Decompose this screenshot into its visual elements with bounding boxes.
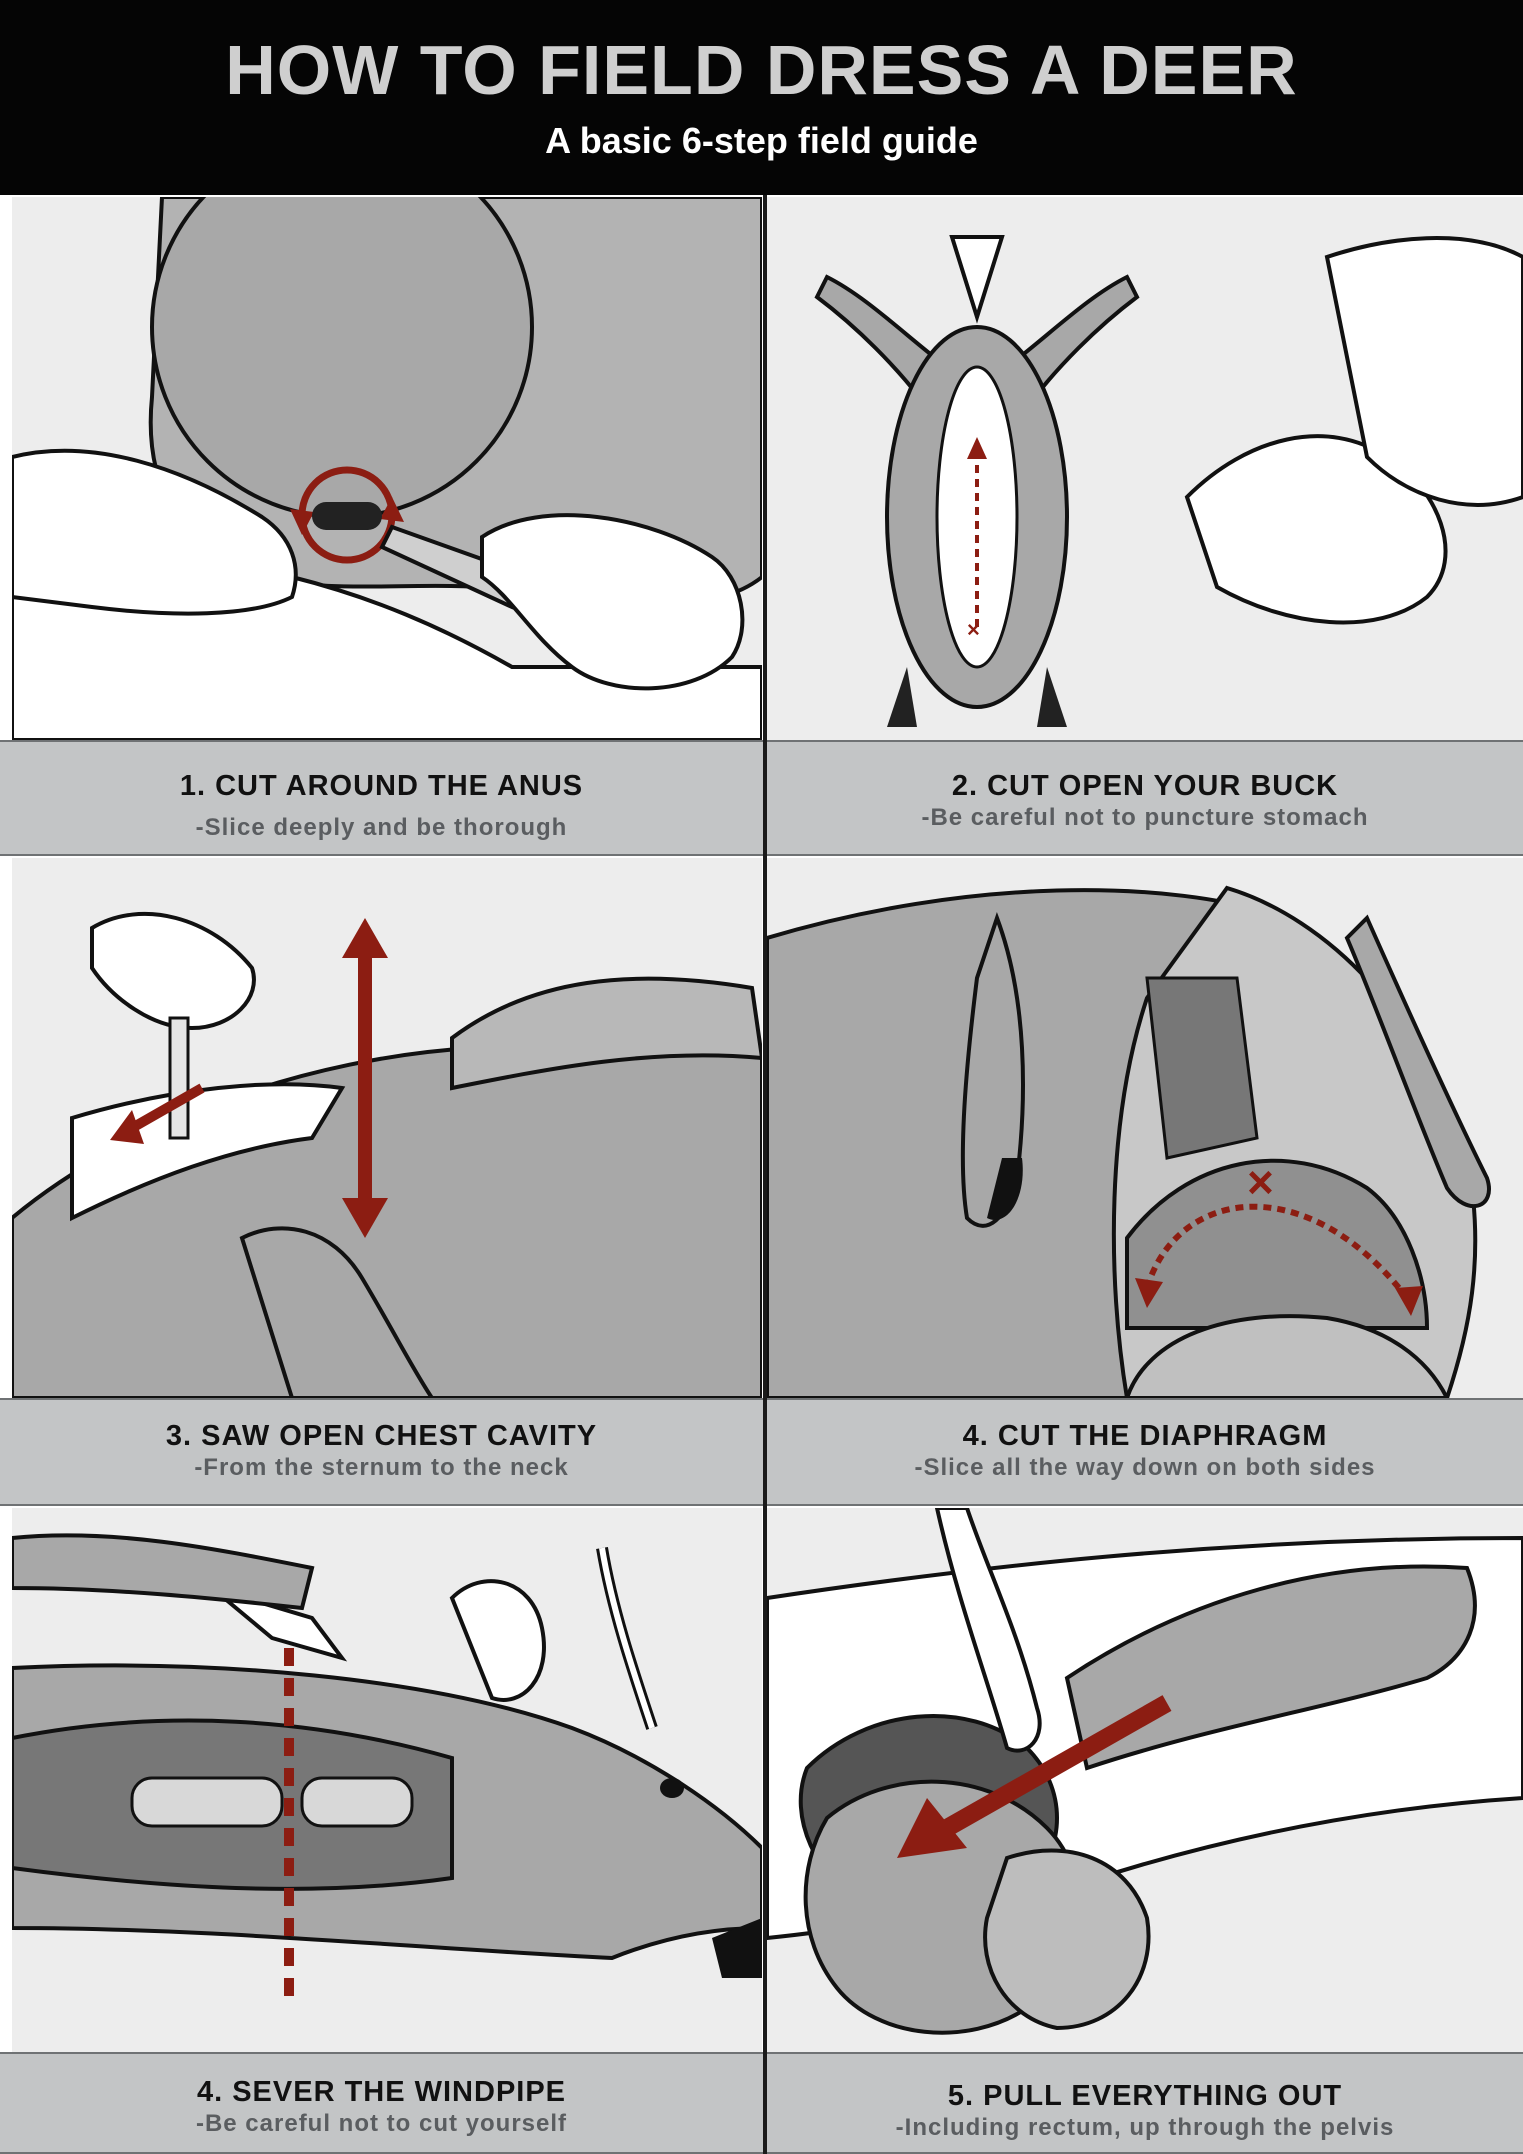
illustration-step-3 <box>12 858 762 1398</box>
svg-text:×: × <box>1247 1156 1274 1208</box>
step-1-caption: 1. CUT AROUND THE ANUS -Slice deeply and… <box>0 740 763 856</box>
svg-text:×: × <box>967 617 980 642</box>
step-3-caption: 3. SAW OPEN CHEST CAVITY -From the stern… <box>0 1398 763 1506</box>
open-buck-illustration: × <box>767 197 1523 740</box>
illustration-step-6 <box>767 1508 1523 2052</box>
windpipe-illustration <box>12 1508 762 2052</box>
column-divider <box>763 195 767 2154</box>
step-1-note: -Slice deeply and be thorough <box>195 814 568 841</box>
step-3-title: 3. SAW OPEN CHEST CAVITY <box>165 1420 598 1452</box>
guide-subtitle: A basic 6-step field guide <box>545 120 978 161</box>
diaphragm-illustration: × <box>767 858 1523 1398</box>
illustration-step-5 <box>12 1508 762 2052</box>
step-2-caption: 2. CUT OPEN YOUR BUCK -Be careful not to… <box>767 740 1523 856</box>
step-6-note: -Including rectum, up through the pelvis <box>895 2114 1395 2141</box>
guide-header: HOW TO FIELD DRESS A DEER A basic 6-step… <box>0 0 1523 195</box>
step-6-title: 5. PULL EVERYTHING OUT <box>947 2080 1343 2112</box>
step-4-caption: 4. CUT THE DIAPHRAGM -Slice all the way … <box>767 1398 1523 1506</box>
step-1-title: 1. CUT AROUND THE ANUS <box>179 770 584 802</box>
step-3-note: -From the sternum to the neck <box>194 1454 569 1481</box>
step-4-note: -Slice all the way down on both sides <box>914 1454 1376 1481</box>
anus-cut-illustration <box>12 197 762 740</box>
step-5-caption: 4. SEVER THE WINDPIPE -Be careful not to… <box>0 2052 763 2154</box>
illustration-step-4: × <box>767 858 1523 1398</box>
step-4-title: 4. CUT THE DIAPHRAGM <box>962 1420 1328 1452</box>
pull-out-illustration <box>767 1508 1523 2052</box>
step-5-title: 4. SEVER THE WINDPIPE <box>196 2076 567 2108</box>
step-2-note: -Be careful not to puncture stomach <box>921 804 1369 831</box>
illustration-step-2: × <box>767 197 1523 740</box>
step-2-title: 2. CUT OPEN YOUR BUCK <box>951 770 1339 802</box>
illustration-step-1 <box>12 197 762 740</box>
step-6-caption: 5. PULL EVERYTHING OUT -Including rectum… <box>767 2052 1523 2154</box>
step-5-note: -Be careful not to cut yourself <box>195 2110 568 2137</box>
guide-title: HOW TO FIELD DRESS A DEER <box>225 31 1298 109</box>
saw-chest-illustration <box>12 858 762 1398</box>
